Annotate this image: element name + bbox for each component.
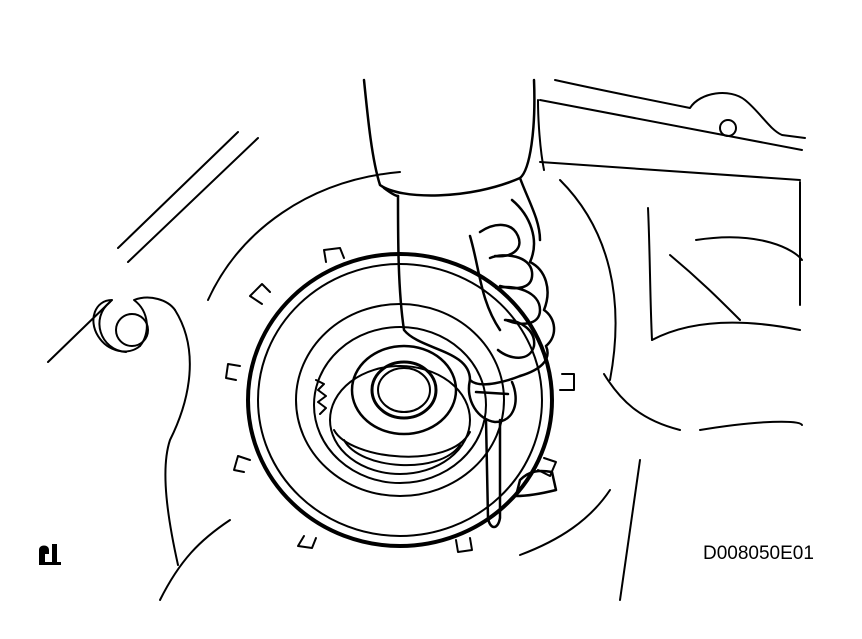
screwdriver (467, 378, 558, 529)
housing-outline (47, 79, 806, 601)
sleeve (362, 78, 542, 242)
reference-code: D008050E01 (703, 543, 814, 564)
bolt-hole (719, 119, 737, 137)
bolt-hole (115, 313, 149, 347)
service-hint-icon (39, 544, 61, 565)
housing-bore-arc (207, 171, 617, 381)
clutch-drum (246, 252, 554, 548)
snap-ring-tabs (225, 247, 575, 553)
hand (396, 194, 556, 386)
